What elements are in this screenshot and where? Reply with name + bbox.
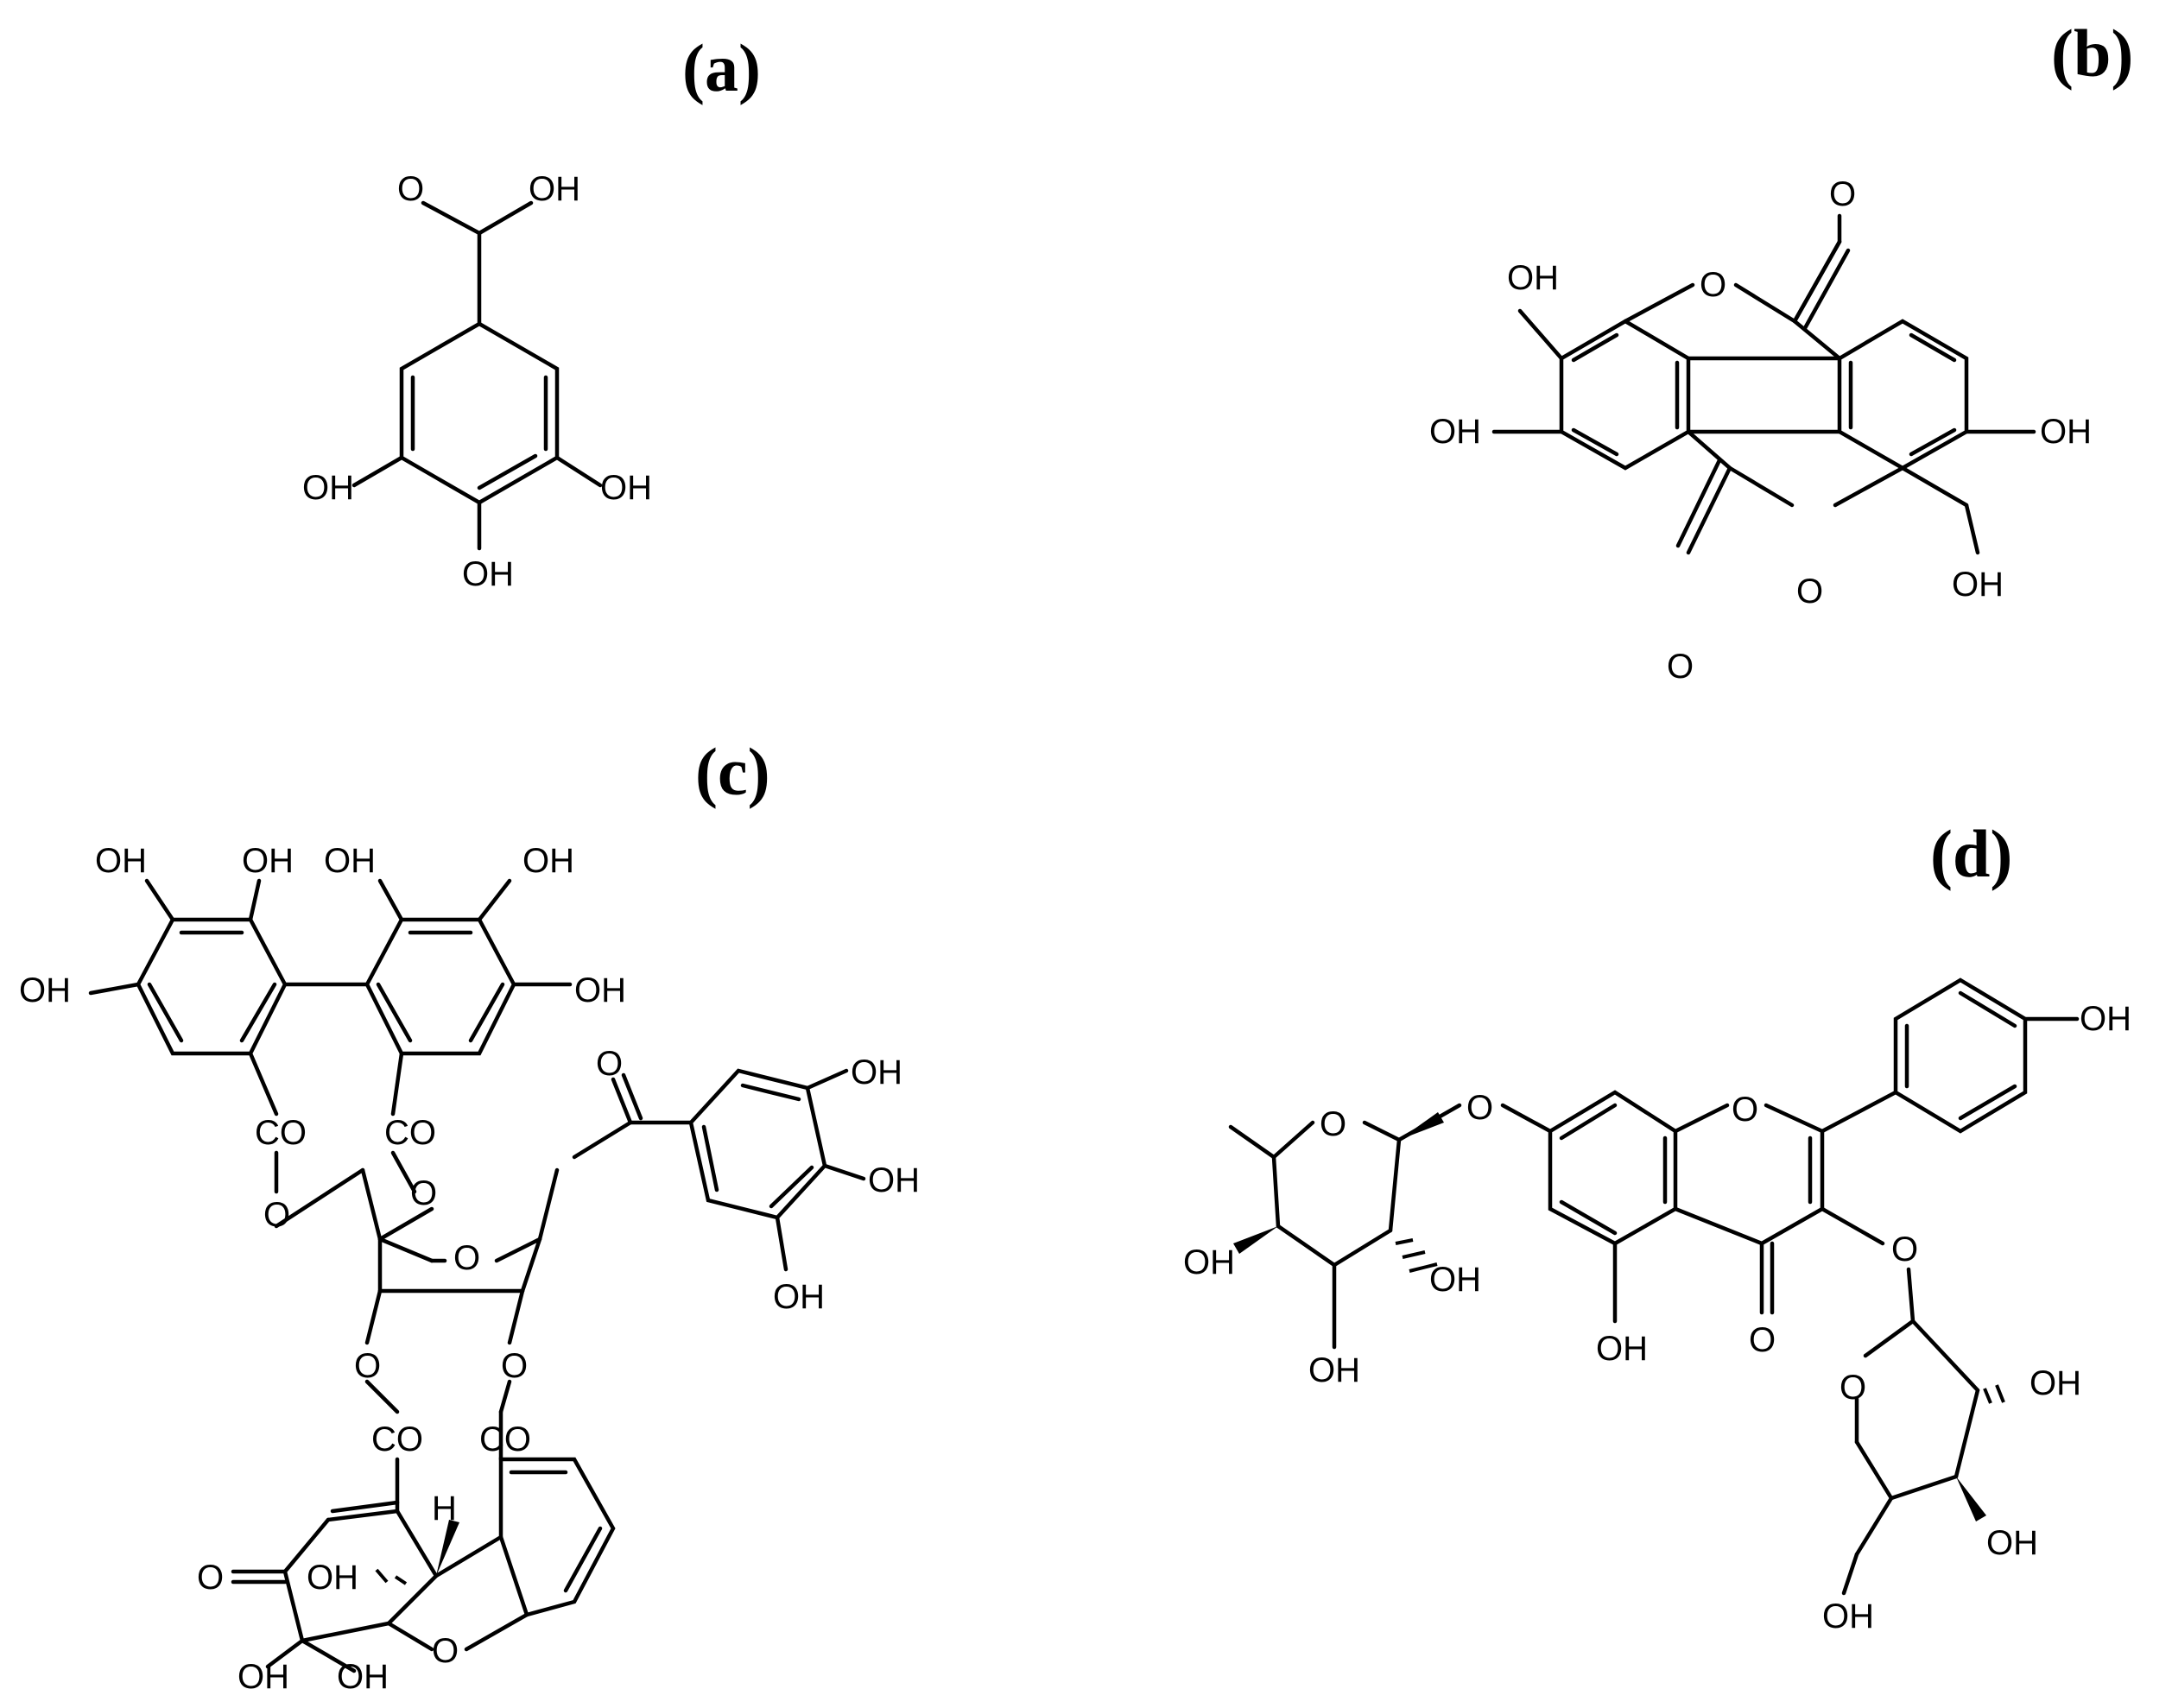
stereo-hash-d1 <box>1395 1238 1438 1273</box>
atom-oh-sugar-right: OH <box>1429 1261 1481 1299</box>
panel-label-d: (d) <box>1930 816 2012 891</box>
panel-b-ellagic-acid: (b) <box>1429 16 2133 686</box>
panel-label-a: (a) <box>682 30 761 105</box>
atom-co-left: CO <box>255 1114 307 1152</box>
atom-o-carbonyl: O <box>397 170 424 208</box>
atom-oh-6: OH <box>574 971 626 1009</box>
atom-oh-phenol: OH <box>2080 1000 2131 1038</box>
atom-o-ketone: O <box>197 1559 224 1597</box>
panel-label-c: (c) <box>695 734 770 809</box>
atom-o-lower-left: O <box>354 1347 381 1385</box>
atom-oh-galloyl-mid: OH <box>868 1161 920 1199</box>
atom-oh-left: OH <box>302 469 354 507</box>
panel-c-ellagitannin: (c) <box>19 734 920 1696</box>
atom-oh-bottom: OH <box>462 555 514 593</box>
atom-oh-bottom-right: OH <box>1952 566 2004 604</box>
panel-c-bonds <box>88 878 866 1673</box>
atom-o-ring-top: O <box>1700 266 1726 304</box>
atom-o-ring: O <box>453 1239 480 1277</box>
atom-oh-top-left: OH <box>1507 259 1559 297</box>
atom-o-furanose: O <box>1840 1369 1866 1407</box>
atom-oh-right: OH <box>600 469 652 507</box>
atom-o-upper-mid: O <box>410 1174 437 1212</box>
panel-d-furanose-bonds <box>1841 1267 1980 1596</box>
atom-oh-3: OH <box>324 842 376 880</box>
atom-oh-4: OH <box>522 842 574 880</box>
atom-oh-acid: OH <box>529 170 580 208</box>
atom-o-pyran: O <box>1732 1091 1758 1129</box>
atom-oh-furanose-right: OH <box>2030 1364 2081 1402</box>
atom-oh-2: OH <box>242 842 294 880</box>
atom-o-sugar-ring: O <box>1320 1105 1346 1143</box>
atom-o-carbonyl-bottom: O <box>1667 648 1694 686</box>
atom-oh-sugar-bottom: OH <box>1308 1351 1360 1389</box>
atom-oh-furanose-low: OH <box>1986 1524 2038 1562</box>
atom-co-mid: CO <box>384 1114 436 1152</box>
panel-b-bonds <box>1491 213 2036 555</box>
atom-oh-ch2: OH <box>1822 1597 1874 1635</box>
panel-a-bonds <box>351 200 603 551</box>
stereo-wedge-d1 <box>1399 1112 1444 1140</box>
atom-oh-5: OH <box>19 971 71 1009</box>
atom-o-glycoside-3: O <box>1891 1230 1918 1268</box>
atom-o-left: O <box>263 1196 290 1234</box>
atom-o-carbonyl-top: O <box>1829 175 1856 213</box>
stereo-wedge-c1 <box>436 1520 459 1576</box>
stereo-wedge-d2 <box>1233 1226 1278 1254</box>
atom-co-lower-left: CO <box>371 1420 423 1458</box>
atom-o-ester-right: O <box>596 1045 623 1083</box>
stereo-wedge-d3 <box>1956 1477 1986 1521</box>
atom-oh-left: OH <box>1429 413 1481 451</box>
atom-o-lower-right: O <box>501 1347 528 1385</box>
atom-o-chromone: O <box>1749 1321 1776 1359</box>
panel-a-gallic-acid: (a) O OH OH OH OH <box>302 30 761 593</box>
atom-h-stereo: H <box>432 1490 457 1528</box>
panel-d-flavonoid-glycoside: (d) <box>1183 816 2131 1635</box>
atom-o-glycoside-7: O <box>1466 1089 1493 1127</box>
atom-oh-1: OH <box>95 842 147 880</box>
atom-oh-right: OH <box>2040 413 2092 451</box>
atom-oh-sugar-left: OH <box>1183 1243 1235 1281</box>
atom-oh-lower-mid: OH <box>307 1559 358 1597</box>
atom-oh-bottom-right: OH <box>337 1658 389 1696</box>
atom-o-ring-bottom: O <box>432 1632 459 1670</box>
atom-oh-galloyl-bot: OH <box>773 1278 825 1316</box>
stereo-hash-d2 <box>1983 1384 2005 1404</box>
atom-o-ring-bottom: O <box>1796 572 1823 610</box>
panel-d-bonds <box>1228 977 2080 1350</box>
atom-co-lower-right: CO <box>479 1420 531 1458</box>
stereo-hash-c1 <box>375 1568 408 1585</box>
atom-oh-5: OH <box>1596 1330 1648 1368</box>
panel-label-b: (b) <box>2051 16 2133 91</box>
atom-oh-galloyl-top: OH <box>851 1053 902 1091</box>
atom-oh-bottom-left: OH <box>237 1658 289 1696</box>
